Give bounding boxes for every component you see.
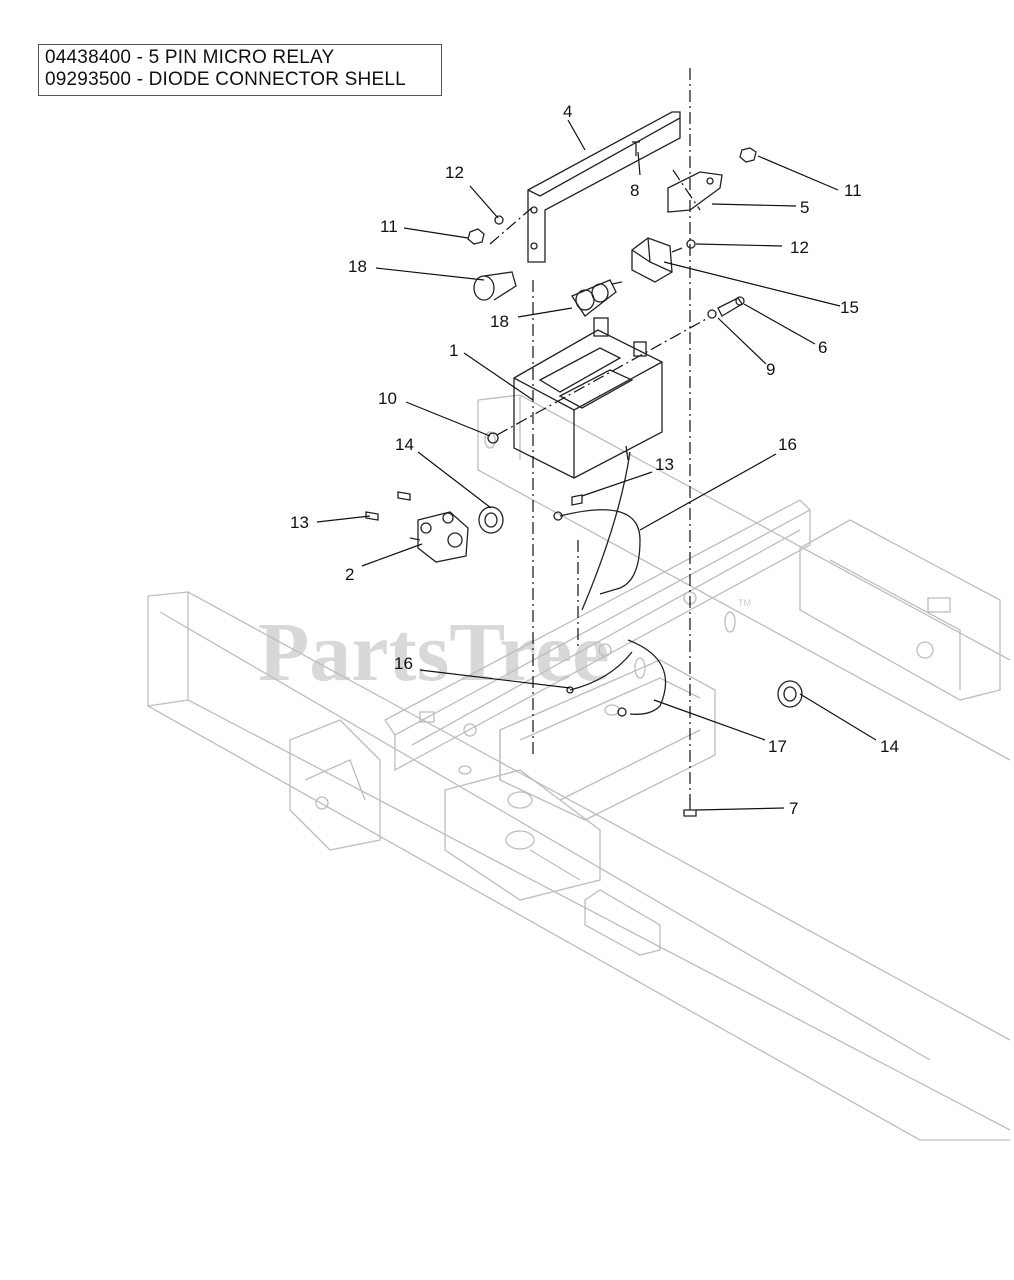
stud-8 xyxy=(632,141,640,156)
solenoid xyxy=(409,511,469,563)
cable-16-lower xyxy=(566,651,633,694)
screw-7 xyxy=(683,798,697,817)
nut-10 xyxy=(487,432,499,444)
note-line-diode: 09293500 - DIODE CONNECTOR SHELL xyxy=(45,69,406,90)
watermark-tm: TM xyxy=(738,598,751,608)
frame-rails xyxy=(147,394,1011,1141)
small-bracket xyxy=(667,171,723,213)
callout-16-upper: 16 xyxy=(778,435,797,454)
cable-17 xyxy=(617,639,667,717)
washer-12-left xyxy=(494,215,504,225)
washer-12-right xyxy=(686,239,696,249)
bolt-6 xyxy=(717,296,745,317)
battery xyxy=(513,317,663,479)
callout-18-right: 18 xyxy=(490,312,509,331)
relay-cover xyxy=(631,237,683,283)
bushing-14-right xyxy=(777,680,803,708)
callout-9: 9 xyxy=(766,360,775,379)
callout-11-right: 11 xyxy=(844,181,862,200)
callout-5: 5 xyxy=(800,198,809,217)
leader-lines xyxy=(316,119,877,811)
terminal-boot-left xyxy=(473,271,517,301)
nut-11-right xyxy=(739,147,757,163)
callout-13-right: 13 xyxy=(655,455,674,474)
callout-14-right: 14 xyxy=(880,737,899,756)
callout-16-lower: 16 xyxy=(394,654,413,673)
callout-4: 4 xyxy=(563,102,572,121)
callout-labels: 4 12 11 18 18 1 10 14 13 2 8 11 5 12 15 … xyxy=(290,102,899,818)
nut-11-left xyxy=(467,228,485,245)
callout-11-left: 11 xyxy=(380,217,398,236)
callout-8: 8 xyxy=(630,181,639,200)
terminal-boot-right xyxy=(571,279,623,317)
callout-10: 10 xyxy=(378,389,397,408)
bushing-14-left xyxy=(478,506,504,534)
screw-13-right xyxy=(571,494,583,506)
callout-6: 6 xyxy=(818,338,827,357)
callout-15: 15 xyxy=(840,298,859,317)
hold-down-bracket xyxy=(527,111,681,263)
callout-18-left: 18 xyxy=(348,257,367,276)
callout-13-left: 13 xyxy=(290,513,309,532)
callout-2: 2 xyxy=(345,565,354,584)
screw-13-top xyxy=(397,491,411,501)
centerlines xyxy=(489,68,709,800)
callout-12-left: 12 xyxy=(445,163,464,182)
callout-17: 17 xyxy=(768,737,787,756)
note-line-relay: 04438400 - 5 PIN MICRO RELAY xyxy=(45,47,335,68)
cable-16-upper xyxy=(553,451,641,611)
watermark: PartsTree xyxy=(258,606,609,699)
callout-12-right: 12 xyxy=(790,238,809,257)
callout-14-left: 14 xyxy=(395,435,414,454)
washer-9 xyxy=(707,309,717,319)
callout-1: 1 xyxy=(449,341,458,360)
callout-7: 7 xyxy=(789,799,798,818)
parts-note-box: 04438400 - 5 PIN MICRO RELAY 09293500 - … xyxy=(38,44,442,96)
